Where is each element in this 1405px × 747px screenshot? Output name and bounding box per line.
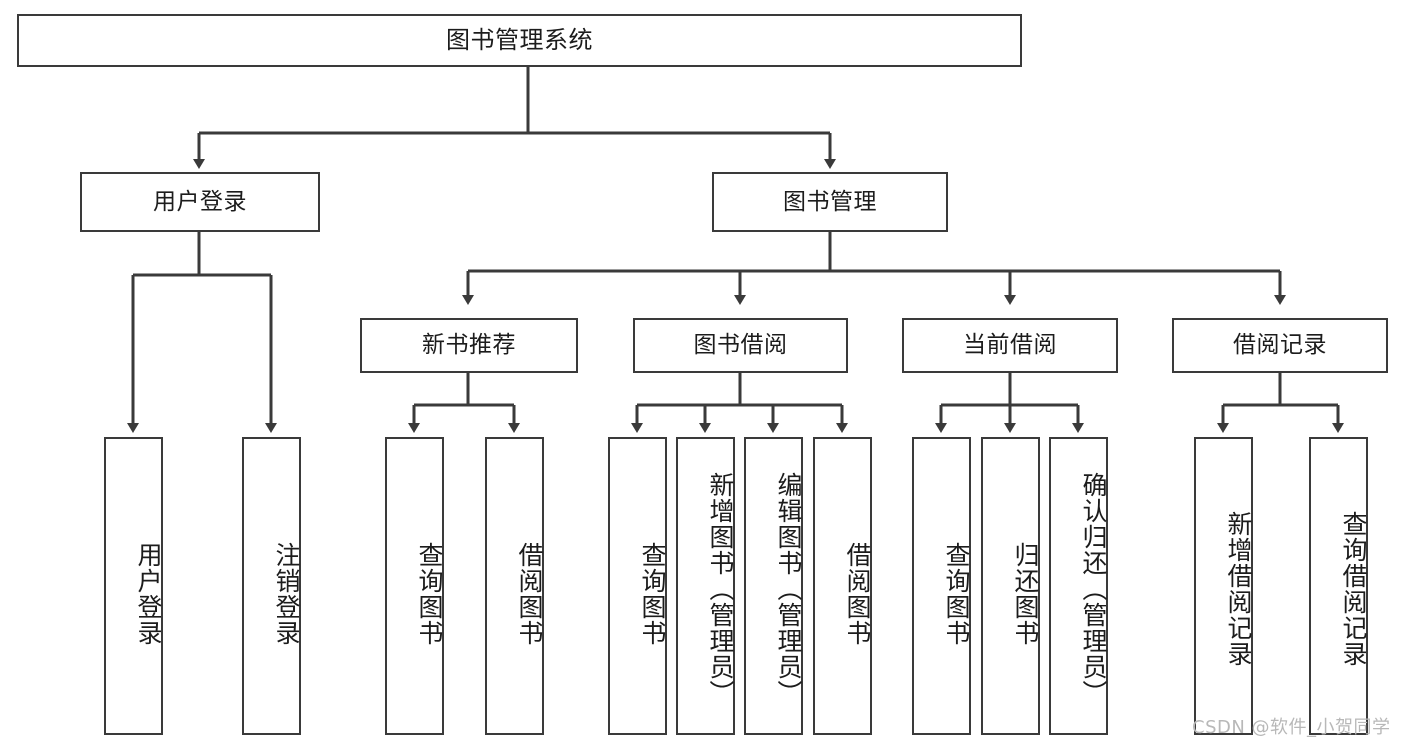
node-borrow-record[interactable]: 借阅记录: [1172, 318, 1388, 373]
node-label: 编辑图书（管理员）: [774, 472, 803, 706]
leaf-recommend-borrow-book[interactable]: 借阅图书: [485, 437, 544, 735]
node-book-management[interactable]: 图书管理: [712, 172, 948, 232]
node-label: 图书借阅: [693, 332, 788, 359]
node-label: 归还图书: [1011, 542, 1040, 646]
node-label: 查询图书: [638, 542, 667, 646]
node-label: 用户登录: [134, 542, 163, 646]
leaf-current-return-book[interactable]: 归还图书: [981, 437, 1040, 735]
node-new-book-recommend[interactable]: 新书推荐: [360, 318, 578, 373]
node-label: 借阅记录: [1233, 332, 1327, 359]
node-label: 查询借阅记录: [1339, 511, 1368, 667]
node-label: 新书推荐: [422, 332, 516, 359]
node-book-borrow[interactable]: 图书借阅: [633, 318, 848, 373]
leaf-borrow-edit-book-admin[interactable]: 编辑图书（管理员）: [744, 437, 803, 735]
node-user-login[interactable]: 用户登录: [80, 172, 320, 232]
node-root-system[interactable]: 图书管理系统: [17, 14, 1022, 67]
leaf-borrow-add-book-admin[interactable]: 新增图书（管理员）: [676, 437, 735, 735]
node-current-borrow[interactable]: 当前借阅: [902, 318, 1118, 373]
leaf-user-login[interactable]: 用户登录: [104, 437, 163, 735]
leaf-user-logout[interactable]: 注销登录: [242, 437, 301, 735]
leaf-record-add-borrow-record[interactable]: 新增借阅记录: [1194, 437, 1253, 735]
node-label: 用户登录: [153, 188, 247, 215]
leaf-borrow-query-book[interactable]: 查询图书: [608, 437, 667, 735]
leaf-current-confirm-return-admin[interactable]: 确认归还（管理员）: [1049, 437, 1108, 735]
node-label: 新增借阅记录: [1224, 511, 1253, 667]
node-label: 确认归还（管理员）: [1079, 472, 1108, 706]
node-label: 注销登录: [272, 542, 301, 646]
node-label: 图书管理系统: [446, 25, 593, 54]
node-label: 借阅图书: [843, 542, 872, 646]
leaf-record-query-borrow-record[interactable]: 查询借阅记录: [1309, 437, 1368, 735]
node-label: 查询图书: [415, 542, 444, 646]
node-label: 新增图书（管理员）: [706, 472, 735, 706]
leaf-current-query-book[interactable]: 查询图书: [912, 437, 971, 735]
leaf-recommend-query-book[interactable]: 查询图书: [385, 437, 444, 735]
node-label: 借阅图书: [515, 542, 544, 646]
node-label: 图书管理: [783, 188, 877, 215]
node-label: 查询图书: [942, 542, 971, 646]
node-label: 当前借阅: [963, 332, 1057, 359]
leaf-borrow-borrow-book[interactable]: 借阅图书: [813, 437, 872, 735]
